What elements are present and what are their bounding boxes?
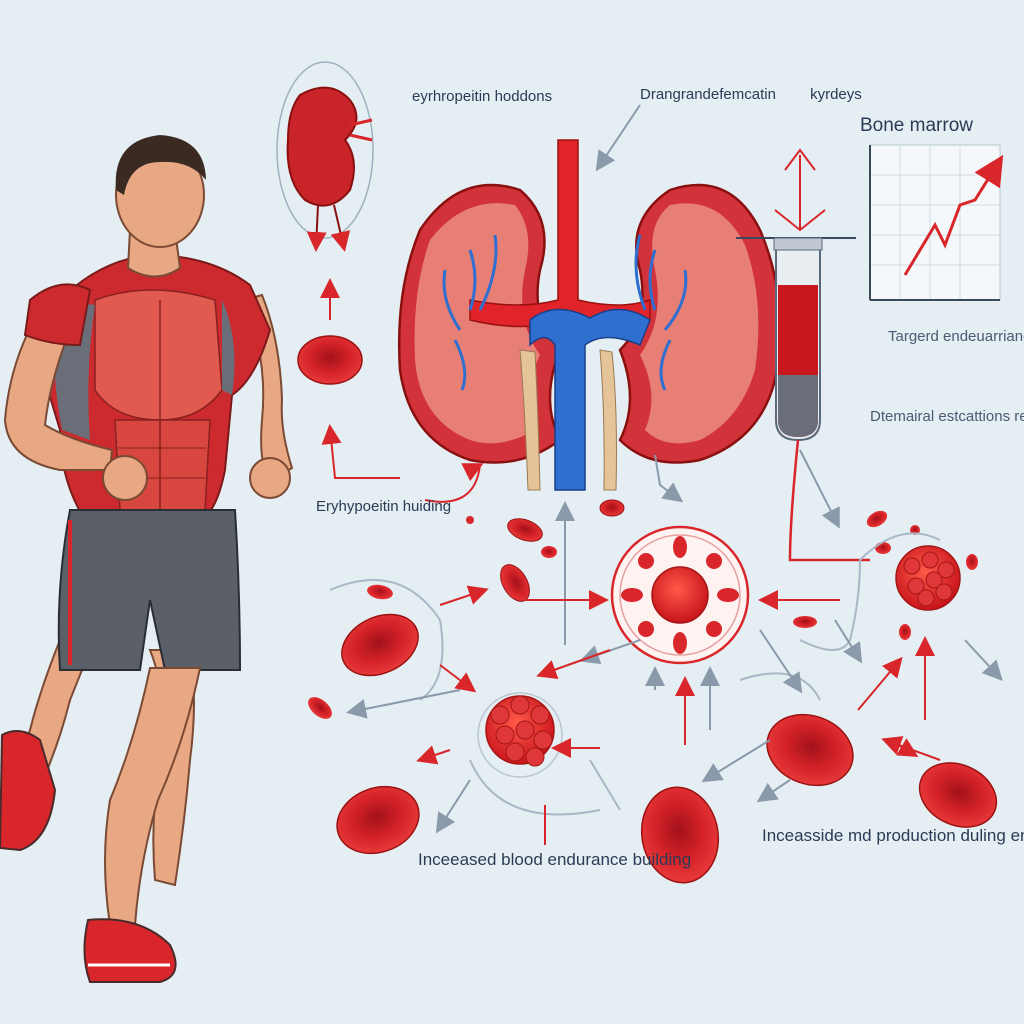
test-tube xyxy=(736,148,870,562)
caption-line: hoddons xyxy=(494,88,553,105)
caption-line: Targerd xyxy=(888,328,939,345)
red-blood-cells xyxy=(308,499,998,884)
bone-marrow-label: Bone marrow xyxy=(860,115,973,136)
caption-line: production duling xyxy=(876,826,1006,845)
increased-production-caption: Inceasside md production duling entrance… xyxy=(762,826,1024,846)
kidney-hormone-caption: eyrhropeitin hoddons xyxy=(412,88,552,106)
caption-line: kyrdeys xyxy=(810,86,862,103)
caption-line: estcattions xyxy=(938,408,1011,425)
erythropoiesis-hub xyxy=(610,525,750,665)
caption-line: huiding xyxy=(402,498,452,515)
caption-line: re hormone xyxy=(1014,408,1024,425)
caption-line: entrance building xyxy=(1010,826,1024,845)
caption-line: Dtemairal xyxy=(870,408,935,425)
kidneys-caption: Drangrandefemcatin kyrdeys xyxy=(640,86,862,104)
bone-marrow-chart xyxy=(869,144,1004,301)
erythropoietin-building-caption: Eryhypoeitin huiding xyxy=(316,498,451,516)
runner-figure xyxy=(0,135,294,983)
targeted-endurance-caption: Targerd endeuarriance xyxy=(888,328,1024,346)
single-kidney-icon xyxy=(276,61,374,252)
caption-line: Eryhypoeitin xyxy=(316,498,399,515)
bone-marrow-cluster xyxy=(895,545,961,611)
hormone-caption: Dtemairal estcattions re hormone xyxy=(870,408,1024,426)
caption-line: Drangrandefemcatin xyxy=(640,86,776,103)
red-blood-cell xyxy=(297,335,363,385)
caption-line: Inceasside md xyxy=(762,826,872,845)
flow-arrows xyxy=(329,454,1003,845)
caption-line: eyrhropeitin xyxy=(412,88,491,105)
stem-cell-cluster xyxy=(477,692,563,778)
increased-blood-caption: Inceeased blood endurance building xyxy=(418,850,691,870)
caption-line: Inceeased blood xyxy=(418,850,543,869)
kidneys-illustration xyxy=(397,139,782,491)
caption-line: endeuarriance xyxy=(943,328,1024,345)
caption-line: endurance building xyxy=(547,850,692,869)
